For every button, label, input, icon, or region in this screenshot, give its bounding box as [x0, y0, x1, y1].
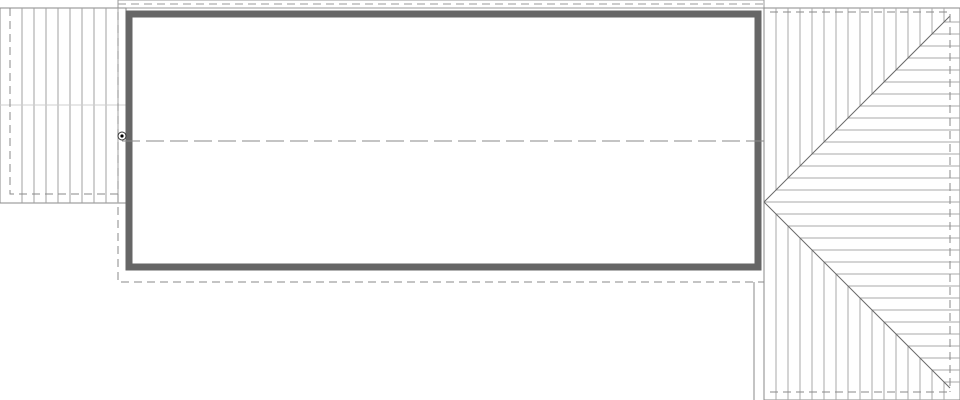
left-porch-roof: [0, 7, 127, 204]
top-eave: [117, 0, 765, 9]
marker-point: [117, 131, 127, 141]
right-horizontal-slats: [764, 21, 960, 383]
right-hip-roof: [753, 7, 960, 400]
right-vertical-slats: [775, 8, 945, 400]
